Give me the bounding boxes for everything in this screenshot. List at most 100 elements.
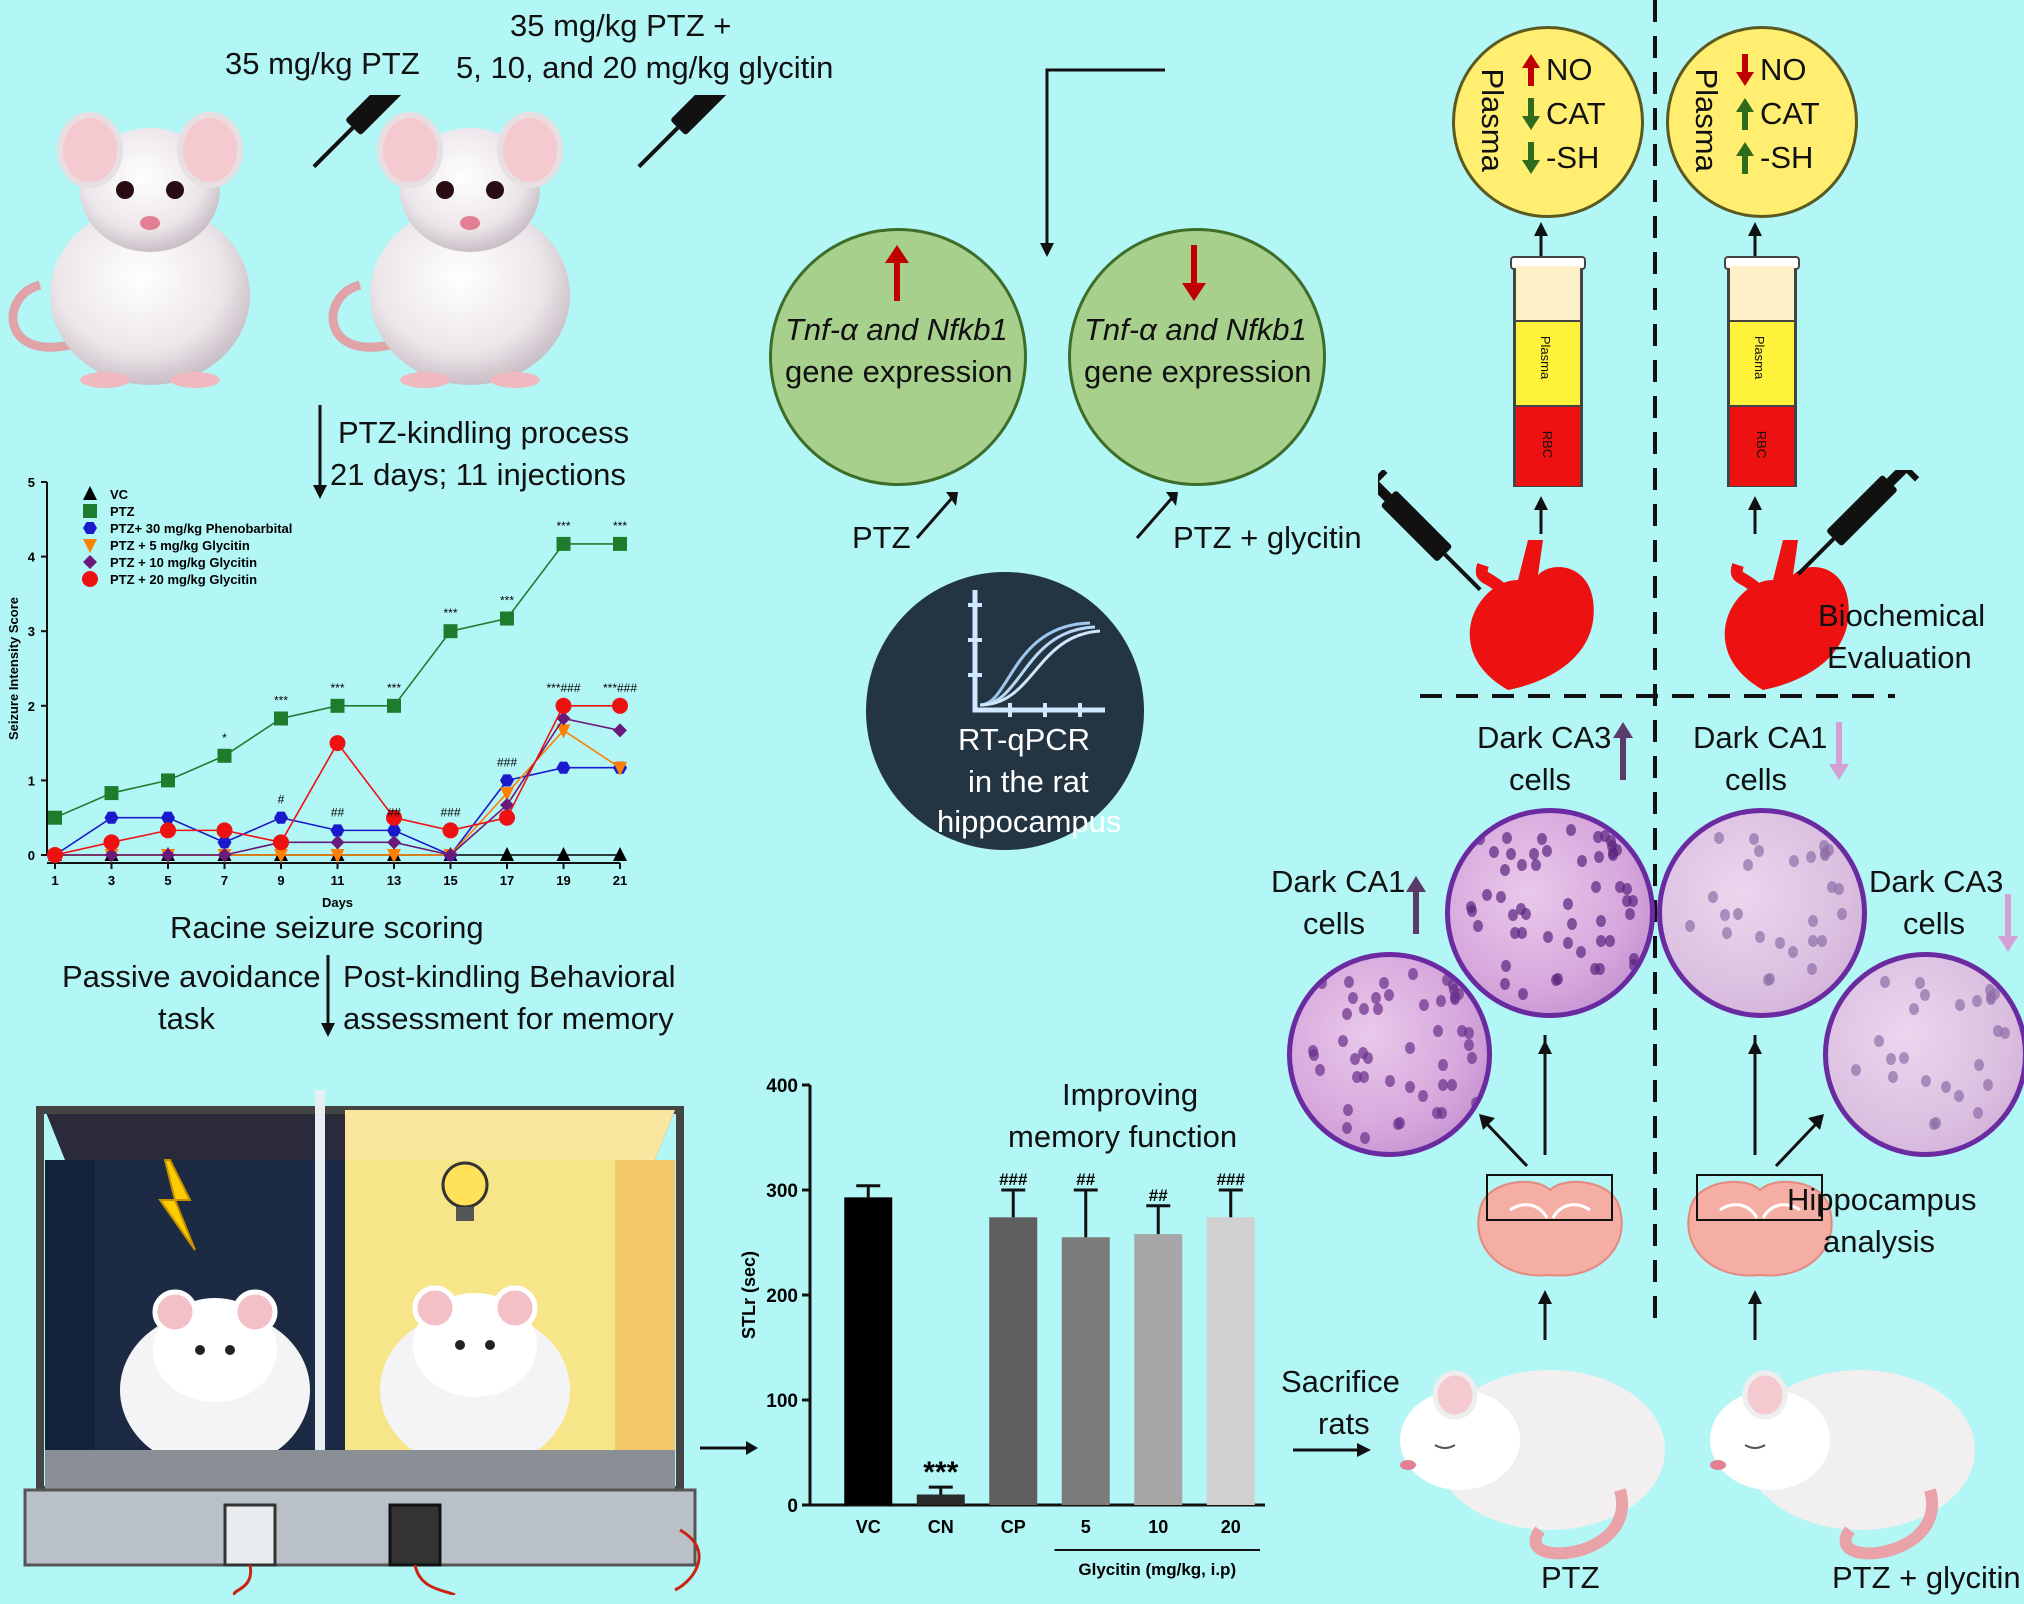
cell-nucleus	[1344, 976, 1355, 989]
cell-nucleus	[1593, 850, 1604, 863]
data-point	[500, 798, 514, 813]
cell-nucleus	[1628, 894, 1639, 907]
cell-nucleus	[1432, 1025, 1443, 1038]
heart-to-tube-arrow	[1748, 496, 1762, 534]
cell-nucleus	[1502, 832, 1513, 845]
cell-nucleus	[1343, 1104, 1354, 1117]
data-point	[556, 847, 571, 861]
cell-nucleus	[1898, 1052, 1909, 1065]
data-point	[613, 723, 627, 738]
tube-plasma-label: Plasma	[1752, 335, 1768, 380]
cell-nucleus	[1466, 905, 1477, 918]
cell-nucleus	[1985, 991, 1996, 1004]
significance-label: *	[222, 731, 227, 745]
cell-nucleus	[1435, 994, 1446, 1007]
data-point	[499, 809, 515, 826]
x-tick-label: 7	[221, 873, 228, 888]
cell-nucleus	[1404, 1081, 1415, 1094]
cell-nucleus	[1921, 1075, 1932, 1088]
glycitin-dose-label-2: 5, 10, and 20 mg/kg glycitin	[456, 50, 834, 85]
histology-ca3-ptz	[1445, 808, 1655, 1018]
cell-nucleus	[1358, 1002, 1369, 1015]
cell-nucleus	[1482, 888, 1493, 901]
x-tick-label: 9	[277, 873, 284, 888]
heart-syringe-glycitin	[1724, 470, 1920, 690]
cell-nucleus	[1464, 1039, 1475, 1052]
cell-nucleus	[1732, 908, 1743, 921]
plasma-circle-glycitin	[1666, 26, 1858, 218]
y-axis-label: Seizure Intensity Score	[6, 597, 21, 740]
data-point	[613, 761, 627, 776]
cell-nucleus	[1359, 1132, 1370, 1145]
cell-nucleus	[1806, 962, 1817, 975]
cell-nucleus	[1418, 1089, 1429, 1102]
cell-nucleus	[1788, 855, 1799, 868]
significance-label: ###	[497, 755, 517, 769]
y-tick-label: 100	[766, 1391, 798, 1412]
histology-ca1-ptz	[1287, 952, 1492, 1157]
cell-nucleus	[1464, 1027, 1475, 1040]
dark-ca1-right-label-1: Dark CA1	[1693, 720, 1828, 755]
plasma-title-ptz: Plasma	[1474, 68, 1510, 172]
post-kindling-label-2: assessment for memory	[343, 1001, 674, 1036]
legend-label: PTZ + 10 mg/kg Glycitin	[110, 555, 257, 570]
cell-nucleus	[1755, 931, 1766, 944]
cell-nucleus	[1617, 984, 1628, 997]
sacrifice-label-1: Sacrifice	[1281, 1364, 1400, 1399]
syringe-icon	[1378, 470, 1482, 592]
dark-ca3-left-label-2: cells	[1509, 762, 1572, 797]
cell-nucleus	[1437, 1078, 1448, 1091]
dark-ca1-right-label-2: cells	[1725, 762, 1788, 797]
data-point	[555, 697, 572, 714]
cell-nucleus	[1566, 824, 1577, 837]
cell-nucleus	[1515, 902, 1526, 915]
cell-nucleus	[1827, 880, 1838, 893]
cell-nucleus	[1347, 991, 1358, 1004]
data-point	[500, 774, 514, 787]
data-point	[160, 822, 176, 839]
legend-label: VC	[110, 487, 129, 502]
cell-nucleus	[1847, 1125, 1858, 1138]
dark-ca3-left-label-1: Dark CA3	[1477, 720, 1612, 755]
heart-syringe-ptz	[1378, 470, 1594, 690]
y-tick-label: 5	[28, 475, 35, 490]
data-point	[330, 824, 345, 837]
data-point	[217, 836, 232, 849]
cell-nucleus	[1543, 931, 1554, 944]
injection-rats-illustration	[8, 95, 734, 388]
x-tick-label: 21	[613, 873, 627, 888]
diag-arrow-left	[1479, 1114, 1529, 1168]
ptz-dose-label: 35 mg/kg PTZ	[225, 46, 420, 81]
plasma-item: CAT	[1522, 92, 1606, 136]
x-axis-label: Glycitin (mg/kg, i.p)	[1078, 1560, 1236, 1579]
cell-nucleus	[1499, 977, 1510, 990]
cell-nucleus	[1338, 1034, 1349, 1047]
dark-ca1-left-label-2: cells	[1303, 906, 1366, 941]
glycitin-gene-label-2: gene expression	[1084, 354, 1312, 389]
cell-nucleus	[1372, 1002, 1383, 1015]
passive-avoidance-label-2: task	[158, 1001, 215, 1036]
qpcr-curve-icon	[968, 590, 1105, 717]
down-arrow-icon	[1998, 894, 2018, 952]
heart-to-tube-arrow	[1534, 496, 1548, 534]
cell-nucleus	[1954, 1089, 1965, 1102]
data-point	[612, 697, 628, 714]
hippocampus-label-1: Hippocampus	[1787, 1182, 1977, 1217]
cell-nucleus	[1520, 908, 1531, 921]
cell-nucleus	[1615, 880, 1626, 893]
x-tick-label: 15	[443, 873, 457, 888]
rat-ptz	[8, 112, 250, 388]
data-point	[387, 835, 401, 850]
cell-nucleus	[1507, 909, 1518, 922]
cell-nucleus	[1341, 1008, 1352, 1021]
cell-nucleus	[1595, 914, 1606, 927]
significance-label: ###	[1217, 1170, 1246, 1189]
rat-to-brain-arrow	[1538, 1290, 1552, 1340]
glycitin-gene-label-1: Tnf-α and Nfkb1	[1084, 312, 1307, 347]
tube-rbc-label: RBC	[1754, 430, 1770, 459]
cell-nucleus	[1625, 908, 1636, 921]
rtqpcr-label-3: hippocampus	[937, 804, 1122, 839]
tube-plasma-label: Plasma	[1538, 335, 1554, 380]
x-tick-label: 3	[108, 873, 115, 888]
y-tick-label: 4	[28, 550, 36, 565]
